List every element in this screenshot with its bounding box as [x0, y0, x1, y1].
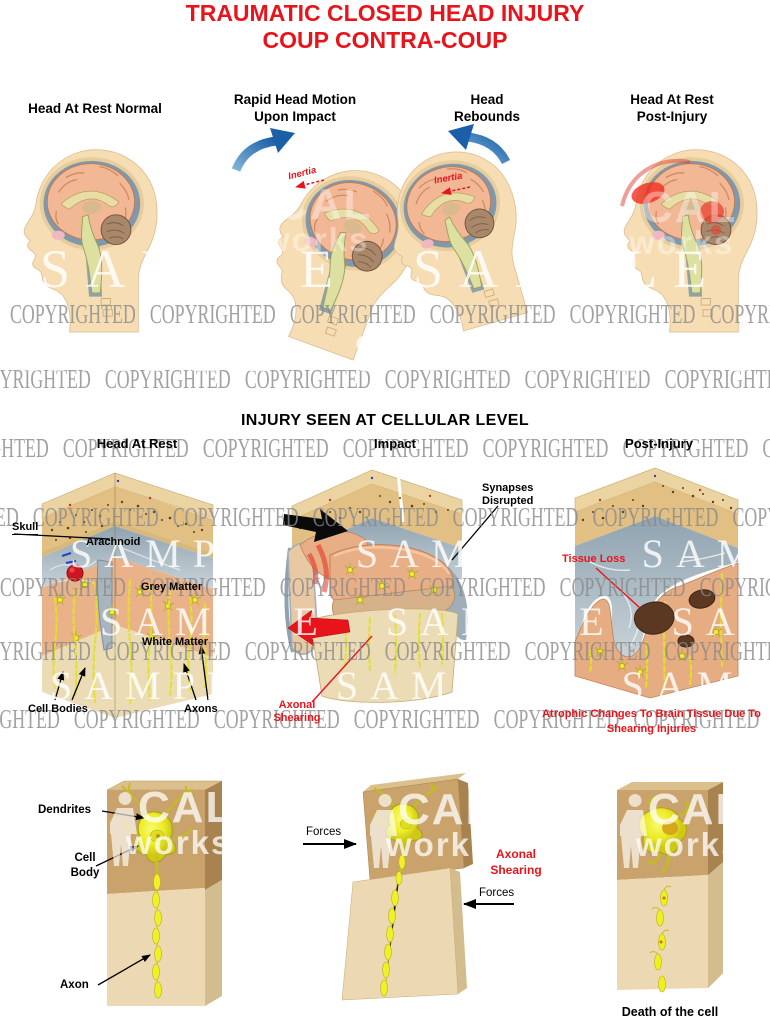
title-line1: TRAUMATIC CLOSED HEAD INJURY: [185, 0, 585, 26]
stage-label-post-injury: Head At Rest Post-Injury: [630, 92, 714, 124]
head-illustration-rebound: [372, 137, 546, 344]
cellular-block-impact: [283, 469, 468, 703]
fragmented-axon: [654, 889, 668, 993]
cellular-section-header: INJURY SEEN AT CELLULAR LEVEL: [240, 412, 530, 429]
cellular-block-post-injury: [574, 467, 739, 699]
shear-crack: [396, 471, 405, 523]
shear-lesions: [634, 589, 716, 648]
head-illustration-post-injury: [620, 148, 758, 333]
neuron-panel-post: [617, 782, 723, 993]
head-rebound-arrow-icon: [448, 124, 511, 165]
stage-label-impact: Rapid Head Motion Upon Impact: [233, 92, 357, 124]
label-axons: Axons: [184, 703, 218, 715]
skull-speckles: [50, 500, 204, 541]
stage-label-rebounds: Head Rebounds: [454, 92, 520, 124]
label-grey-matter: Grey Matter: [141, 581, 203, 593]
label-skull: Skull: [12, 521, 39, 535]
shear-force-arrow-icon: [287, 609, 351, 647]
stage-label-rest-normal: Head At Rest Normal: [28, 101, 162, 116]
hemorrhage-blob: [66, 564, 84, 582]
impact-force-arrow-icon: [283, 509, 348, 542]
label-cell-body: Cell Body: [70, 852, 100, 879]
label-cell-bodies: Cell Bodies: [28, 703, 88, 715]
head-motion-arrow-icon: [231, 128, 295, 172]
label-forces-top: Forces: [306, 826, 342, 838]
axon-beads: [152, 873, 162, 999]
tissue-loss-leader: [595, 567, 641, 609]
sulcus-channel: [96, 559, 113, 651]
label-white-matter: White Matter: [142, 636, 208, 648]
column-label-rest: Head At Rest: [96, 436, 178, 451]
label-axon: Axon: [60, 979, 89, 991]
label-tissue-loss: Tissue Loss: [562, 553, 626, 565]
label-death-of-cell: Death of the cell: [621, 1005, 719, 1019]
scalp-vessel-dots: [68, 479, 152, 507]
vessel-marks: [61, 552, 77, 564]
axonal-shearing-leader: [311, 635, 373, 703]
column-label-post: Post-Injury: [625, 436, 693, 451]
label-atrophic-changes: Atrophic Changes To Brain Tissue Due To …: [542, 708, 761, 735]
label-arachnoid: Arachnoid: [86, 536, 141, 548]
atrophic-csf-space: [575, 516, 738, 658]
label-axonal-shearing-neuron: Axonal Shearing: [490, 847, 542, 877]
coup-contrecoup-injury-highlight: [620, 158, 724, 235]
column-label-impact: Impact: [374, 436, 416, 451]
axon-fibres: [52, 579, 207, 706]
forces-arrows: [303, 839, 514, 909]
label-leader-lines: [13, 505, 499, 701]
neuron-panel-rest: [95, 780, 223, 1006]
shear-streaks: [306, 543, 329, 593]
label-skull-text: Skull: [12, 521, 39, 535]
label-synapses-disrupted: Synapses Disrupted: [482, 482, 534, 507]
label-dendrites: Dendrites: [38, 804, 92, 816]
cellular-block-rest: [41, 472, 214, 718]
label-forces-bottom: Forces: [479, 887, 515, 899]
title-line2: COUP CONTRA-COUP: [262, 27, 508, 53]
label-axonal-shearing-cellular: Axonal Shearing: [273, 699, 321, 724]
head-illustration-rest-normal: [23, 148, 158, 333]
